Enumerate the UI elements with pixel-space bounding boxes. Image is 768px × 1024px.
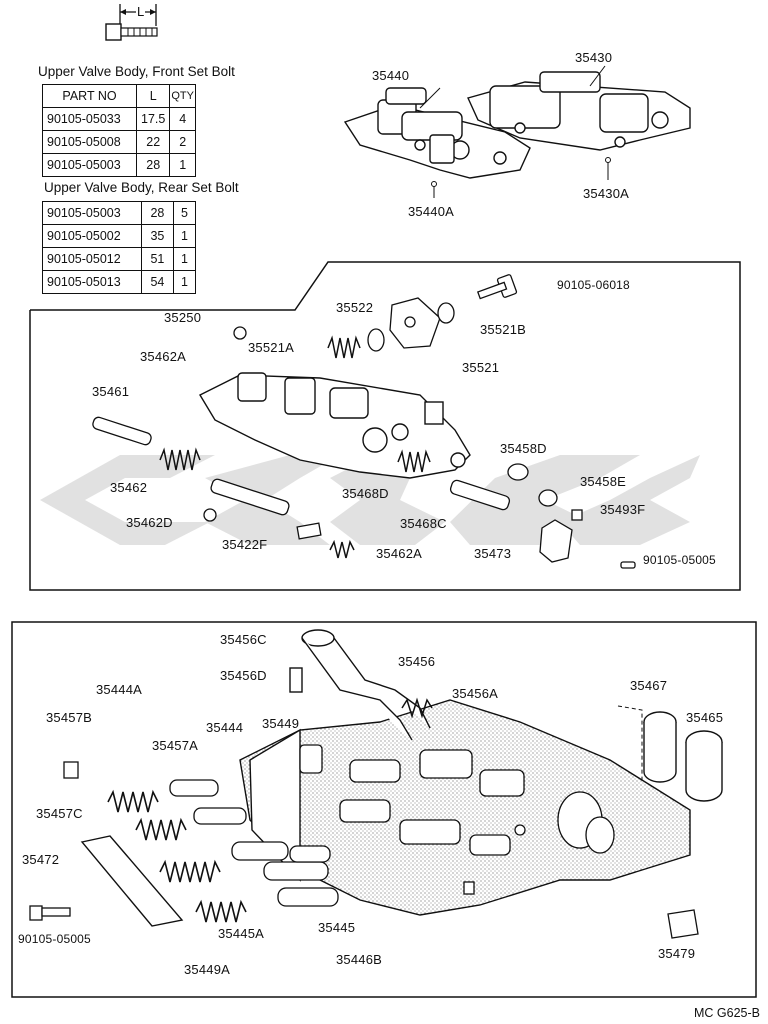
table-row: 90105-05013 54 1 [42, 270, 197, 294]
table-cell: 17.5 [136, 107, 171, 131]
callout-label: 35521B [480, 322, 527, 337]
callout-label: 35462A [140, 349, 187, 364]
callout-label: 35522 [336, 300, 374, 315]
catalog-code: MC G625-B [694, 1006, 760, 1020]
callout-label: 35462D [126, 515, 173, 530]
table-row: 90105-05033 17.5 4 [41, 107, 196, 131]
front-bolt-table: PART NO L QTY 90105-05033 17.5 4 90105-0… [41, 84, 196, 177]
callout-label: 35479 [658, 946, 696, 961]
table-cell: 28 [136, 153, 171, 177]
callout-label: 35456 [398, 654, 436, 669]
callout-label: 35461 [92, 384, 130, 399]
bolt-length-icon [105, 4, 158, 41]
callout-label: 35456A [452, 686, 499, 701]
callout-label: 35465 [686, 710, 724, 725]
callout-label: 35457C [36, 806, 83, 821]
callout-label: 90105-05005 [18, 932, 91, 946]
table-cell: 90105-05013 [42, 270, 142, 294]
callout-label: 35468C [400, 516, 447, 531]
callout-label: 35456C [220, 632, 267, 647]
table-cell: 1 [172, 270, 197, 294]
callout-label: 35473 [474, 546, 512, 561]
callout-label: 35521A [248, 340, 295, 355]
callout-label: 35440 [372, 68, 410, 83]
callout-label: 35493F [600, 502, 646, 517]
middle-valve-body-section [29, 261, 741, 591]
table-cell: 22 [136, 130, 171, 154]
callout-label: 35444A [96, 682, 143, 697]
callout-label: 35521 [462, 360, 500, 375]
callout-label: 35250 [164, 310, 202, 325]
callout-label: 35445 [318, 920, 356, 935]
callout-label: 90105-05005 [643, 553, 716, 567]
callout-label: 35430A [583, 186, 630, 201]
callout-label: 35456D [220, 668, 267, 683]
table-cell: 90105-05003 [41, 153, 138, 177]
callout-label: 35458E [580, 474, 627, 489]
table-cell: 90105-05002 [42, 224, 142, 248]
table-cell: 2 [169, 130, 196, 154]
table-row: 90105-05003 28 1 [41, 153, 196, 177]
callout-label: 35422F [222, 537, 268, 552]
callout-label: 35472 [22, 852, 60, 867]
rear-bolt-table-title: Upper Valve Body, Rear Set Bolt [44, 180, 239, 195]
column-header: PART NO [41, 84, 138, 108]
callout-label: 35457B [46, 710, 93, 725]
table-cell: 1 [169, 153, 196, 177]
callout-label: 35449 [262, 716, 300, 731]
callout-label: 35446B [336, 952, 383, 967]
table-cell: 51 [141, 247, 174, 271]
table-cell: 35 [141, 224, 174, 248]
callout-label: 90105-06018 [557, 278, 630, 292]
table-cell: 5 [172, 201, 197, 225]
table-cell: 90105-05033 [41, 107, 138, 131]
table-header-row: PART NO L QTY [41, 84, 196, 108]
callout-label: 35440A [408, 204, 455, 219]
callout-label: 35445A [218, 926, 265, 941]
callout-label: 35468D [342, 486, 389, 501]
callout-label: 35458D [500, 441, 547, 456]
column-header: QTY [169, 84, 196, 108]
callout-label: 35449A [184, 962, 231, 977]
callout-label: 35457A [152, 738, 199, 753]
callout-label: 35444 [206, 720, 244, 735]
bolt-dim-label: L [136, 4, 146, 19]
callout-label: 35430 [575, 50, 613, 65]
rear-bolt-table: 90105-05003 28 5 90105-05002 35 1 90105-… [42, 201, 197, 294]
table-row: 90105-05008 22 2 [41, 130, 196, 154]
table-cell: 90105-05008 [41, 130, 138, 154]
front-bolt-table-title: Upper Valve Body, Front Set Bolt [38, 64, 235, 79]
callout-label: 35462A [376, 546, 423, 561]
callout-label: 35467 [630, 678, 668, 693]
upper-valve-body-assemblies [343, 65, 691, 198]
callout-label: 35462 [110, 480, 148, 495]
